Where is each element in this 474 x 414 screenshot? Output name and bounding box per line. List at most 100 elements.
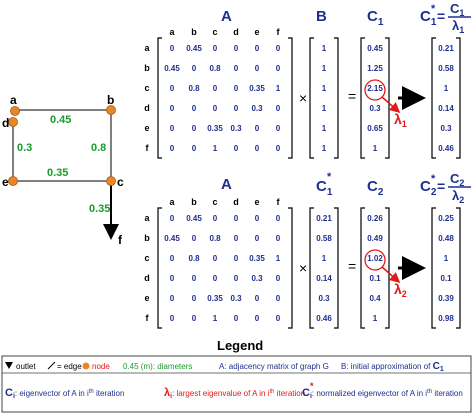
- matrix-cell: 0: [170, 44, 175, 53]
- iter1-frac-den: λ1: [452, 18, 464, 35]
- matrix-cell: 0: [234, 64, 239, 73]
- vector-cell: 1: [444, 254, 449, 263]
- vector-cell: 0.58: [316, 234, 332, 243]
- matrix-row-label: e: [144, 123, 149, 133]
- vector-cell: 0.49: [367, 234, 383, 243]
- node-c: [106, 176, 116, 186]
- vector-cell: 1: [444, 84, 449, 93]
- matrix-cell: 0: [255, 294, 260, 303]
- matrix-cell: 0: [192, 104, 197, 113]
- matrix-col-label: e: [254, 27, 259, 37]
- legend-outlet: outlet: [16, 362, 36, 371]
- legend: Legend outlet = edge node 0.45 (m): diam…: [1, 338, 472, 413]
- matrix-cell: 0: [192, 274, 197, 283]
- node-a: [10, 106, 20, 116]
- matrix-col-label: f: [277, 197, 281, 207]
- iter2-c2-title: C2: [367, 178, 384, 198]
- node-label-f: f: [118, 233, 123, 247]
- matrix-col-label: c: [212, 27, 217, 37]
- iter1-lambda-arrow: [381, 96, 401, 113]
- matrix-cell: 0: [234, 274, 239, 283]
- m2-matrix-right-bracket: [288, 207, 293, 329]
- matrix-cell: 0: [192, 64, 197, 73]
- vector-cell: 0.46: [438, 144, 454, 153]
- node-label-c: c: [117, 175, 124, 189]
- matrix-cell: 0: [170, 314, 175, 323]
- vector-cell: 1.02: [367, 254, 383, 263]
- matrix-cell: 0: [192, 314, 197, 323]
- vector-cell: 0.45: [367, 44, 383, 53]
- matrix-cell: 0: [170, 84, 175, 93]
- matrix-row-label: b: [144, 233, 150, 243]
- vector-cell: 1: [322, 44, 327, 53]
- iter2-cstar-equals: =: [437, 178, 445, 194]
- matrix-cell: 0: [255, 314, 260, 323]
- matrix-row-label: f: [146, 143, 150, 153]
- v2-norm-left-bracket: [431, 207, 436, 329]
- matrix-cell: 0: [234, 144, 239, 153]
- matrix-cell: 0.8: [209, 234, 221, 243]
- matrix-cell: 0: [276, 294, 281, 303]
- v2-in-right-bracket: [334, 207, 339, 329]
- matrix-row-label: b: [144, 63, 150, 73]
- matrix-cell: 0: [192, 294, 197, 303]
- matrix-cell: 0.45: [186, 44, 202, 53]
- iter1-lambda-circle: [364, 79, 386, 101]
- edge-label-c-f: 0.35: [89, 203, 110, 215]
- matrix-cell: 0: [276, 44, 281, 53]
- matrix-col-label: e: [254, 197, 259, 207]
- v1-in-right-bracket: [334, 37, 339, 159]
- matrix-cell: 0: [213, 214, 218, 223]
- iter1-cstar-star: *: [431, 3, 436, 15]
- vector-cell: 0.3: [369, 104, 381, 113]
- vector-cell: 1: [322, 104, 327, 113]
- vector-cell: 0.21: [316, 214, 332, 223]
- edge-label-b-c: 0.8: [91, 142, 106, 154]
- matrix-cell: 0.45: [164, 234, 180, 243]
- vector-cell: 0.14: [316, 274, 332, 283]
- matrix-cell: 0: [170, 274, 175, 283]
- matrix-cell: 0: [213, 104, 218, 113]
- legend-ci-def: Ci: eigenvector of A in ith iteration: [5, 387, 124, 400]
- graph: a d b e c f 0.45 0.3 0.8 0.35 0.35: [2, 93, 124, 247]
- node-label-a: a: [10, 93, 17, 107]
- matrix-row-label: e: [144, 293, 149, 303]
- matrix-cell: 0: [234, 234, 239, 243]
- vector-cell: 0.3: [318, 294, 330, 303]
- matrix-cell: 0: [234, 84, 239, 93]
- matrix-cell: 0.35: [249, 254, 265, 263]
- iter2-c1-title: C1: [316, 178, 333, 198]
- matrix-row-label: a: [144, 43, 150, 53]
- matrix-cell: 0: [192, 234, 197, 243]
- v1-out-right-bracket: [385, 37, 390, 159]
- matrix-cell: 0.8: [188, 254, 200, 263]
- matrix-cell: 0.3: [251, 104, 263, 113]
- m1-matrix-right-bracket: [288, 37, 293, 159]
- matrix-cell: 0: [213, 254, 218, 263]
- node-d: [8, 117, 18, 127]
- matrix-cell: 0.35: [249, 84, 265, 93]
- matrix-cell: 0: [192, 144, 197, 153]
- matrix-cell: 0: [234, 44, 239, 53]
- matrix-cell: 0: [276, 104, 281, 113]
- legend-cstar-def: Ci: normalized eigenvector of A in ith i…: [302, 387, 463, 400]
- matrix-cell: 0: [234, 314, 239, 323]
- matrix-cell: 0: [255, 124, 260, 133]
- v2-norm-right-bracket: [456, 207, 461, 329]
- iter2-equals: =: [348, 258, 356, 274]
- v2-out-left-bracket: [360, 207, 365, 329]
- v1-norm-right-bracket: [456, 37, 461, 159]
- matrix-cell: 0: [255, 214, 260, 223]
- vector-cell: 0.4: [369, 294, 381, 303]
- edge-label-d-e: 0.3: [17, 142, 32, 154]
- matrix-row-label: c: [144, 83, 149, 93]
- edge-label-a-b: 0.45: [50, 114, 71, 126]
- vector-cell: 0.48: [438, 234, 454, 243]
- v2-out-right-bracket: [385, 207, 390, 329]
- matrix-col-label: d: [233, 197, 239, 207]
- vector-cell: 1: [322, 64, 327, 73]
- iter2-matrix-title: A: [221, 176, 232, 193]
- matrix-cell: 0: [170, 214, 175, 223]
